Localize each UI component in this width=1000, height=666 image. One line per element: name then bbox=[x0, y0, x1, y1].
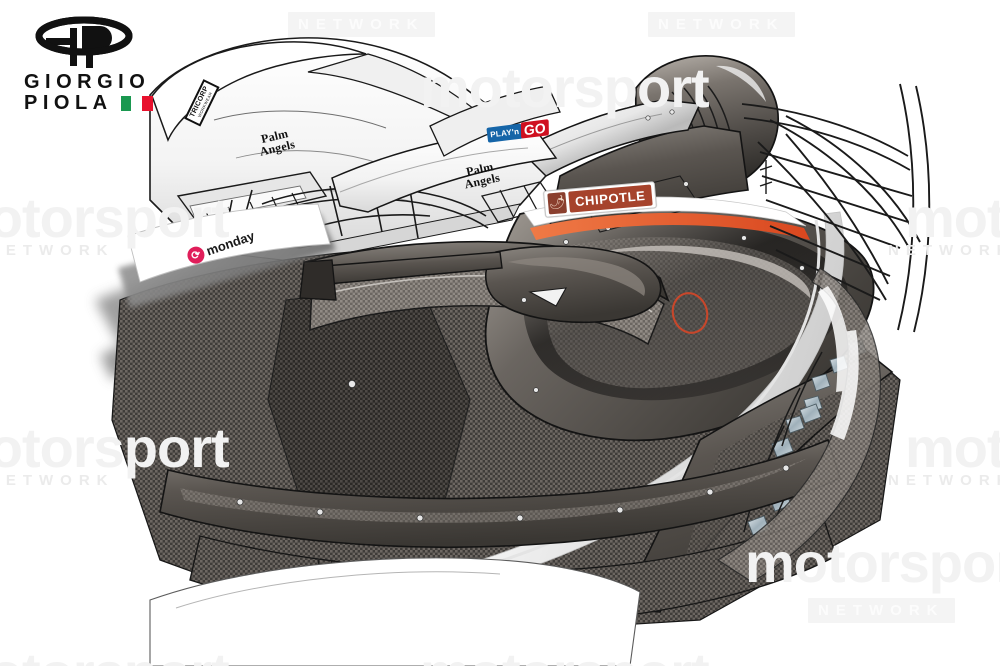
italy-flag-icon bbox=[120, 96, 153, 111]
logo-text-giorgio: GIORGIO bbox=[24, 71, 151, 93]
rear-wheel-shadow bbox=[716, 267, 881, 583]
gp-monogram-icon bbox=[35, 16, 133, 68]
rear-suspension-wishbones bbox=[757, 83, 931, 333]
deck-vane bbox=[528, 287, 567, 307]
sponsor-label-chipotle: CHIPOTLE bbox=[568, 184, 653, 213]
mirror-housing bbox=[485, 245, 662, 324]
sponsor-label-go: GO bbox=[521, 119, 549, 139]
underbody-white bbox=[149, 557, 641, 666]
cockpit-side bbox=[429, 85, 561, 157]
mirror-stalk bbox=[299, 251, 503, 301]
fasteners bbox=[521, 109, 805, 393]
giorgio-piola-logo: GIORGIO PIOLA bbox=[24, 16, 153, 114]
nose-white-overlay bbox=[127, 203, 331, 283]
chilli-pepper-icon: 🌶 bbox=[547, 191, 568, 215]
logo-text-piola: PIOLA bbox=[24, 92, 113, 114]
rear-bracket bbox=[759, 160, 773, 194]
rear-wing-mainplane bbox=[741, 103, 911, 171]
chassis-white-upper bbox=[331, 129, 558, 213]
